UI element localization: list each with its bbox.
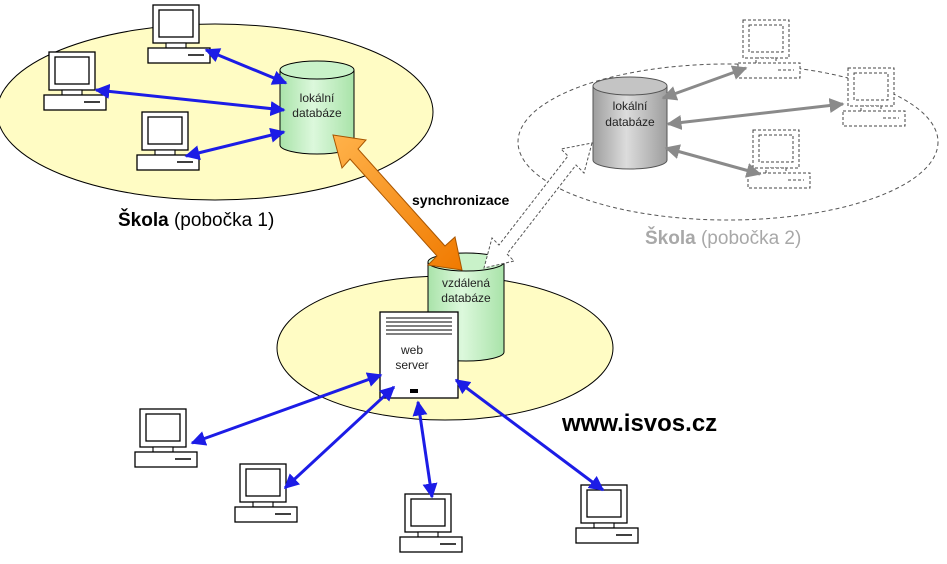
sync-arrow — [332, 134, 463, 271]
branch1-links — [94, 48, 288, 161]
branch2-school-rest: (pobočka 2) — [696, 228, 802, 249]
branch1-db-label-2: databáze — [292, 106, 342, 120]
branch1-school-rest: (pobočka 1) — [169, 210, 275, 231]
branch2-school-label: Škola (pobočka 2) — [645, 227, 801, 249]
client-computer-icon — [134, 408, 198, 468]
client-computer-icon — [575, 484, 639, 544]
branch2-school-bold: Škola — [645, 227, 696, 249]
client-computer-icon — [234, 463, 298, 523]
sync-label: synchronizace — [412, 192, 509, 208]
server-links — [190, 372, 605, 499]
branch2-database-icon — [592, 76, 668, 170]
remote-db-label-1: vzdálená — [442, 276, 490, 290]
branch2-db-label-1: lokální — [613, 99, 648, 113]
branch2-links — [661, 65, 845, 178]
branch1-db-label-1: lokální — [300, 91, 335, 105]
branch2-computer-icon — [737, 19, 801, 79]
client-computer-icon — [399, 493, 463, 553]
remote-db-label-2: databáze — [441, 291, 491, 305]
branch2-db-label-2: databáze — [605, 115, 655, 129]
branch1-school-bold: Škola — [118, 209, 169, 231]
branch1-school-label: Škola (pobočka 1) — [118, 209, 274, 231]
server-label-1: web — [400, 343, 423, 357]
sync-arrow-dashed — [483, 142, 593, 269]
site-url-label: www.isvos.cz — [561, 410, 717, 437]
server-label-2: server — [395, 358, 428, 372]
server-icon — [379, 311, 459, 399]
